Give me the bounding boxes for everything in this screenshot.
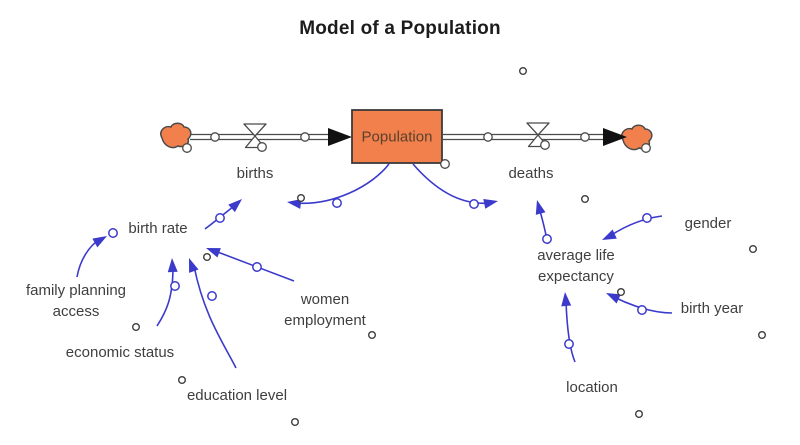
anchor-dot — [758, 331, 767, 340]
flow-label-deaths[interactable]: deaths — [508, 165, 553, 182]
diagram-title: Model of a Population — [299, 18, 501, 39]
anchor-dot — [177, 376, 186, 385]
link-birth-rate-to-births-arrowhead — [228, 199, 242, 213]
anchor-dot — [131, 323, 140, 332]
link-location-to-average-life-expectancy[interactable] — [565, 300, 576, 363]
link-family-planning-access-to-birth-rate-handle[interactable] — [108, 228, 118, 238]
source-cloud-icon[interactable] — [160, 122, 192, 149]
link-education-level-to-birth-rate-handle[interactable] — [207, 291, 217, 301]
link-women-employment-to-birth-rate-arrowhead — [206, 248, 221, 258]
anchor-dot — [368, 331, 377, 340]
variable-location[interactable]: location — [566, 379, 618, 396]
link-population-to-births-arrowhead — [287, 198, 302, 209]
anchor-dot — [297, 193, 306, 202]
anchor-dot — [291, 418, 300, 427]
anchor-dot — [519, 66, 528, 75]
link-birth-year-to-average-life-expectancy-handle[interactable] — [637, 305, 647, 315]
link-population-to-births-handle[interactable] — [332, 198, 342, 208]
link-location-to-average-life-expectancy-handle[interactable] — [564, 339, 574, 349]
flow-arrowhead-deaths — [603, 128, 627, 146]
variable-birth-rate[interactable]: birth rate — [128, 220, 187, 237]
link-economic-status-to-birth-rate-arrowhead — [167, 258, 178, 273]
link-population-to-deaths[interactable] — [412, 163, 491, 205]
flow-label-births[interactable]: births — [237, 165, 274, 182]
link-location-to-average-life-expectancy-arrowhead — [561, 292, 572, 307]
link-family-planning-access-to-birth-rate-arrowhead — [92, 236, 107, 248]
port-handle[interactable] — [182, 143, 192, 153]
link-education-level-to-birth-rate-arrowhead — [189, 258, 199, 273]
anchor-dot — [635, 410, 644, 419]
link-economic-status-to-birth-rate[interactable] — [156, 266, 174, 327]
link-economic-status-to-birth-rate-handle[interactable] — [170, 281, 180, 291]
port-handle[interactable] — [257, 142, 267, 152]
flow-arrowhead-births — [328, 128, 352, 146]
link-gender-to-average-life-expectancy-handle[interactable] — [642, 213, 652, 223]
anchor-dot — [617, 288, 626, 297]
anchor-dot — [202, 252, 211, 261]
stock-population[interactable] — [351, 109, 443, 164]
link-birth-rate-to-births-handle[interactable] — [215, 213, 225, 223]
link-population-to-births[interactable] — [294, 163, 390, 205]
valve-icon-deaths[interactable] — [526, 122, 550, 136]
link-population-to-deaths-handle[interactable] — [469, 199, 479, 209]
pipe-handle[interactable] — [300, 132, 310, 142]
pipe-handle[interactable] — [210, 132, 220, 142]
stock-label-population: Population — [362, 129, 433, 146]
link-average-life-expectancy-to-deaths-arrowhead — [535, 200, 546, 215]
link-education-level-to-birth-rate[interactable] — [193, 265, 237, 369]
link-gender-to-average-life-expectancy-arrowhead — [602, 229, 617, 240]
link-population-to-deaths-arrowhead — [483, 199, 498, 209]
pipe-handle[interactable] — [580, 132, 590, 142]
variable-gender[interactable]: gender — [685, 215, 732, 232]
anchor-dot — [581, 194, 590, 203]
link-birth-year-to-average-life-expectancy-arrowhead — [606, 293, 621, 304]
port-handle[interactable] — [641, 143, 651, 153]
link-women-employment-to-birth-rate-handle[interactable] — [252, 262, 262, 272]
link-average-life-expectancy-to-deaths-handle[interactable] — [542, 234, 552, 244]
link-gender-to-average-life-expectancy[interactable] — [609, 215, 663, 237]
port-handle[interactable] — [540, 140, 550, 150]
variable-birth-year[interactable]: birth year — [681, 300, 744, 317]
valve-icon-births[interactable] — [243, 123, 267, 137]
anchor-dot — [749, 244, 758, 253]
pipe-handle[interactable] — [483, 132, 493, 142]
variable-education-level[interactable]: education level — [187, 387, 287, 404]
variable-economic-status[interactable]: economic status — [66, 344, 174, 361]
port-handle[interactable] — [440, 159, 450, 169]
